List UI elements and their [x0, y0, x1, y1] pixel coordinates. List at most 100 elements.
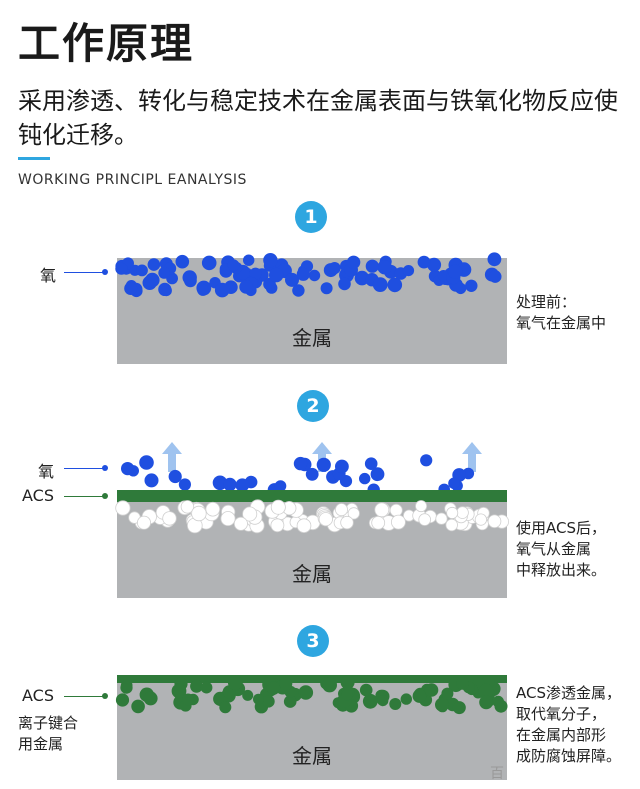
oxygen-particle	[121, 462, 135, 476]
vacancy-particle	[347, 507, 360, 520]
oxygen-particle	[364, 457, 378, 470]
step-3-badge: 3	[297, 625, 329, 657]
acs-particle	[219, 701, 232, 714]
vacancy-particle	[487, 514, 502, 529]
oxygen-particle	[427, 257, 442, 272]
stage-3-acs-leader	[64, 696, 104, 697]
vacancy-particle	[318, 512, 333, 527]
stage-2-metal-label: 金属	[292, 562, 332, 586]
oxygen-particle	[269, 267, 284, 283]
oxygen-particle	[147, 258, 161, 271]
acs-particle	[190, 679, 203, 693]
oxygen-particle	[487, 252, 502, 267]
vacancy-particle	[435, 512, 448, 525]
acs-particle	[298, 685, 314, 700]
oxygen-particle	[178, 478, 191, 491]
stage-3-acs-particles	[115, 675, 508, 715]
vacancy-particle	[270, 499, 286, 515]
oxygen-particle	[346, 255, 361, 269]
step-1-badge: 1	[295, 201, 327, 233]
acs-particle	[227, 675, 243, 690]
oxygen-particle	[235, 478, 250, 492]
acs-particle	[389, 698, 402, 710]
vacancy-particle	[374, 502, 390, 518]
oxygen-particle	[377, 260, 392, 275]
oxygen-particle	[158, 267, 171, 279]
vacancy-particle	[242, 506, 258, 522]
acs-particle	[412, 689, 427, 703]
oxygen-particle	[263, 253, 278, 268]
vacancy-particle	[115, 500, 131, 516]
acs-particle	[341, 689, 353, 701]
oxygen-particle	[488, 270, 502, 283]
oxygen-particle	[370, 467, 385, 482]
oxygen-particle	[249, 267, 262, 280]
acs-particle	[253, 693, 264, 705]
oxygen-particle	[239, 280, 254, 294]
acs-particle	[242, 689, 254, 701]
vacancy-particle	[136, 515, 151, 530]
stage-2-acs-label: ACS	[22, 486, 54, 505]
stage-2-acs-leader-dot	[102, 493, 108, 499]
oxygen-particle	[182, 270, 197, 285]
oxygen-particle	[296, 267, 310, 281]
oxygen-particle	[197, 284, 209, 296]
up-arrow-icon	[462, 442, 482, 472]
acs-particle	[262, 695, 275, 708]
stage-3-acs-layer	[117, 675, 507, 683]
oxygen-particle	[158, 282, 172, 296]
vacancy-particle	[445, 518, 458, 532]
oxygen-particle	[201, 255, 217, 271]
acs-particle	[143, 691, 158, 706]
up-arrow-icon	[312, 442, 332, 472]
oxygen-particle	[292, 284, 305, 297]
oxygen-particle	[115, 262, 128, 275]
acs-particle	[435, 697, 449, 712]
acs-particle	[456, 677, 469, 690]
stage-3-acs-leader-dot	[102, 693, 108, 699]
stage-2-release-arrows	[162, 442, 482, 472]
vacancy-particle	[389, 503, 403, 517]
stage-3-note: ACS渗透金属， 取代氧分子， 在金属内部形 成防腐蚀屏障。	[516, 684, 622, 765]
oxygen-particle	[437, 270, 450, 282]
oxygen-particle	[144, 473, 159, 488]
vacancy-particle	[456, 506, 469, 519]
vacancy-particle	[162, 511, 177, 526]
oxygen-particle	[214, 282, 230, 298]
vacancy-particle	[418, 513, 432, 526]
vacancy-particle	[340, 515, 354, 530]
stage-2-vacancy-particles	[115, 499, 509, 534]
oxygen-particle	[387, 277, 403, 293]
vacancy-particle	[233, 516, 248, 531]
oxygen-particle	[372, 277, 388, 292]
acs-particle	[424, 683, 439, 697]
oxygen-particle	[420, 454, 433, 467]
oxygen-particle	[335, 459, 349, 474]
vacancy-particle	[446, 506, 459, 519]
stage-3-acs-label: ACS	[22, 686, 54, 705]
stage-1-oxygen-leader-dot	[102, 269, 108, 275]
stage-2-acs-leader	[64, 496, 104, 497]
page-subtitle: 采用渗透、转化与稳定技术在金属表面与铁氧化物反应使钝化迁移。	[18, 87, 618, 149]
vacancy-particle	[220, 511, 236, 527]
acs-particle	[182, 693, 194, 706]
stage-2-oxygen-leader	[64, 468, 104, 469]
oxygen-particle	[285, 272, 299, 287]
vacancy-particle	[270, 518, 285, 533]
acs-particle	[115, 693, 130, 707]
accent-divider	[18, 157, 50, 160]
english-caption: WORKING PRINCIPL EANALYSIS	[18, 172, 247, 188]
oxygen-particle	[316, 457, 331, 472]
stage-2-oxygen-leader-dot	[102, 465, 108, 471]
vacancy-particle	[296, 518, 312, 534]
vacancy-particle	[205, 501, 221, 517]
acs-particle	[377, 695, 389, 707]
oxygen-particle	[328, 262, 341, 275]
oxygen-particle	[365, 259, 379, 273]
acs-particle	[494, 699, 508, 713]
acs-particle	[322, 677, 337, 693]
stage-1-oxygen-leader	[64, 272, 104, 273]
vacancy-particle	[334, 503, 348, 517]
oxygen-particle	[139, 455, 154, 470]
oxygen-particle	[417, 255, 431, 269]
